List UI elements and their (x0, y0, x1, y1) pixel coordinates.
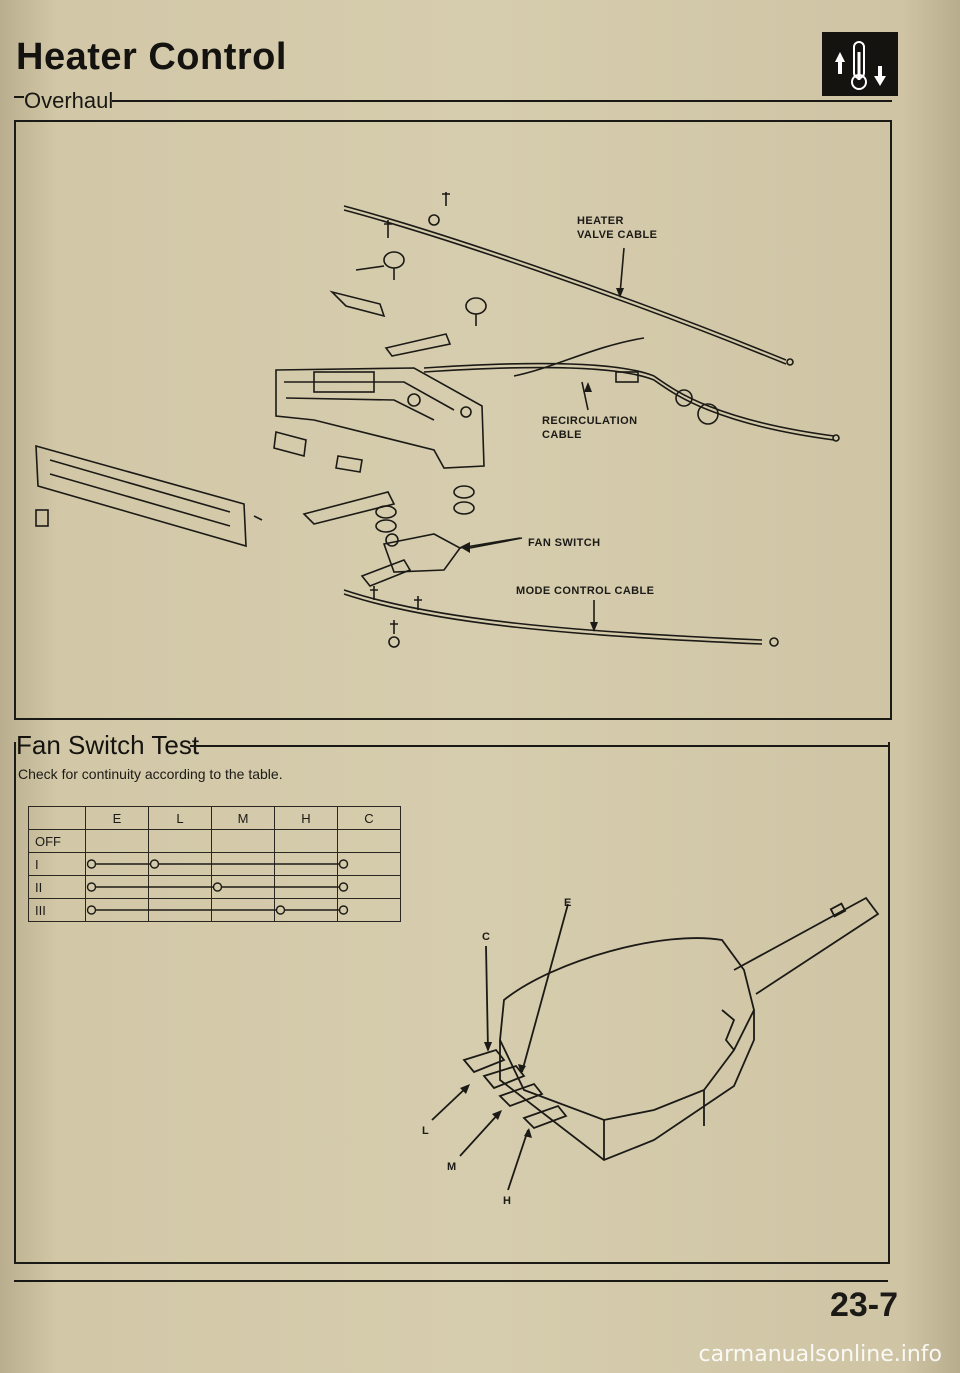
page-number: 23-7 (829, 1286, 898, 1324)
fan-switch-drawing (431, 896, 880, 1191)
terminal-e-label: E (564, 897, 572, 909)
table-row: III (28, 898, 401, 922)
page-subtitle: Overhaul (24, 88, 114, 113)
terminal-l-label: L (422, 1125, 430, 1137)
table-header-cell: M (211, 806, 275, 830)
terminal-m-label: M (447, 1161, 457, 1173)
table-row: OFF (28, 829, 401, 853)
fan-switch-test-frame (14, 742, 890, 1264)
subtitle-tick (14, 96, 24, 98)
footer-rule (14, 1280, 888, 1282)
fan-switch-test-heading: Fan Switch Test (16, 730, 200, 760)
table-header-cell: L (148, 806, 212, 830)
table-row: II (28, 875, 401, 899)
thermometer-icon (822, 32, 898, 96)
recirculation-cable-label: RECIRCULATION CABLE (542, 415, 638, 441)
row-label: I (28, 852, 86, 876)
watermark: carmanualsonline.info (698, 1342, 942, 1367)
subtitle-rule (112, 100, 892, 102)
fan-switch-test-rule (190, 745, 888, 747)
overhaul-diagram-frame (14, 120, 892, 720)
table-row: I (28, 852, 401, 876)
table-header-cell: H (274, 806, 338, 830)
page-title: Heater Control (16, 36, 287, 78)
table-header-cell (28, 806, 86, 830)
table-header-cell: C (337, 806, 401, 830)
instruction-text: Check for continuity according to the ta… (18, 766, 283, 782)
terminal-c-label: C (482, 931, 491, 943)
row-label: III (28, 898, 86, 922)
continuity-table: E L M H C OFF I II III (28, 806, 401, 922)
mode-control-cable-label: MODE CONTROL CABLE (516, 585, 655, 597)
terminal-h-label: H (503, 1195, 512, 1207)
fan-switch-label: FAN SWITCH (528, 537, 601, 549)
heater-valve-cable-label: HEATER VALVE CABLE (577, 215, 658, 241)
row-label: OFF (28, 829, 86, 853)
table-header-cell: E (85, 806, 149, 830)
overhaul-exploded-diagram (35, 192, 840, 648)
row-label: II (28, 875, 86, 899)
table-header-row: E L M H C (28, 806, 401, 830)
